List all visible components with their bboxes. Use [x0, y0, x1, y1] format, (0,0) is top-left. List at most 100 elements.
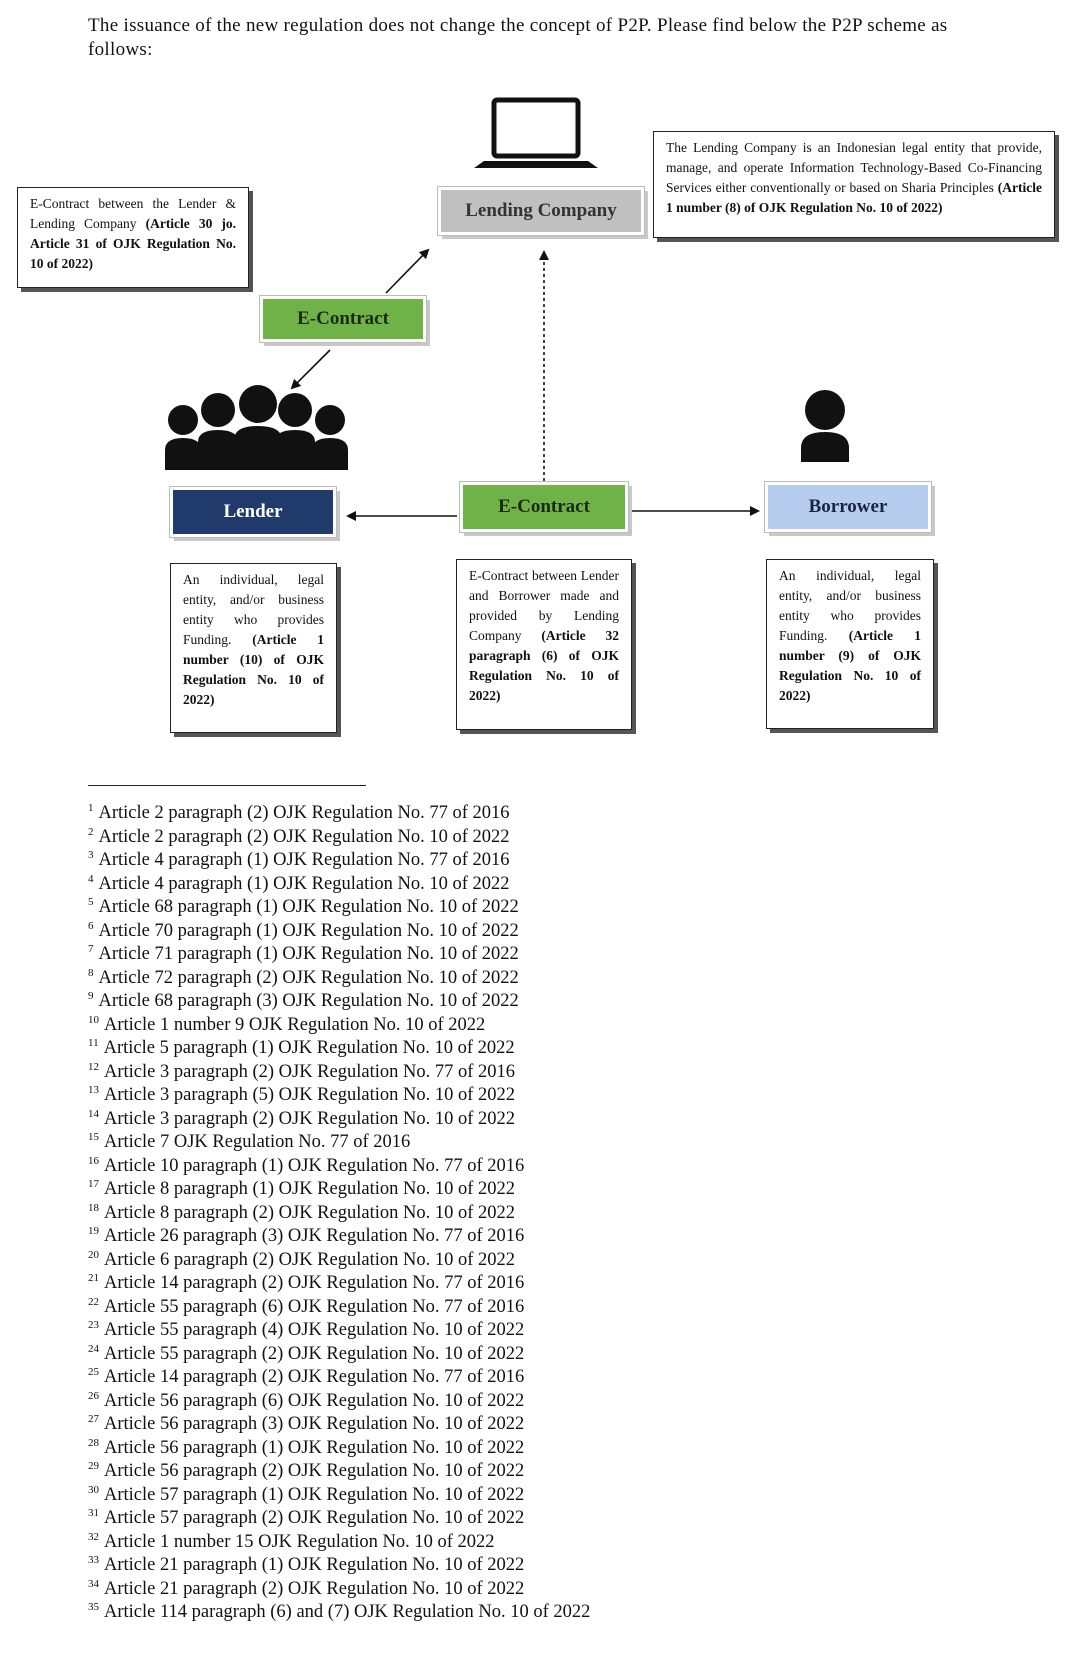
footnote-text: Article 72 paragraph (2) OJK Regulation … — [98, 967, 519, 988]
footnote-text: Article 55 paragraph (6) OJK Regulation … — [104, 1296, 525, 1317]
footnote-number: 19 — [88, 1225, 99, 1237]
footnote-text: Article 57 paragraph (1) OJK Regulation … — [104, 1484, 525, 1505]
footnote-text: Article 3 paragraph (2) OJK Regulation N… — [104, 1061, 516, 1082]
footnote-text: Article 2 paragraph (2) OJK Regulation N… — [98, 803, 510, 823]
footnote-item: 3 Article 4 paragraph (1) OJK Regulation … — [88, 844, 788, 870]
intro-paragraph: The issuance of the new regulation does … — [88, 15, 948, 60]
footnote-text: Article 5 paragraph (1) OJK Regulation N… — [103, 1038, 515, 1058]
footnote-number: 23 — [88, 1319, 99, 1331]
p2p-scheme-diagram — [165, 97, 849, 521]
footnote-number: 7 — [88, 943, 94, 955]
footnote-item: 6 Article 70 paragraph (1) OJK Regulation… — [88, 915, 788, 941]
footnote-item: 20 Article 6 paragraph (2) OJK Regulation… — [88, 1244, 788, 1270]
footnote-number: 32 — [88, 1530, 99, 1543]
footnote-item: 5 Article 68 paragraph (1) OJK Regulation… — [88, 891, 788, 917]
footnote-number: 10 — [88, 1013, 99, 1026]
footnote-text: Article 56 paragraph (1) OJK Regulation … — [104, 1437, 525, 1458]
footnote-number: 34 — [88, 1577, 99, 1590]
footnote-number: 2 — [88, 825, 94, 838]
borrower-box: Borrower — [764, 481, 932, 533]
note-lender-lending-econtract: E-Contract between the Lender & Lending … — [17, 187, 249, 288]
footnote-text: Article 70 paragraph (1) OJK Regulation … — [98, 920, 519, 941]
footnote-item: 29 Article 56 paragraph (2) OJK Regulatio… — [88, 1455, 788, 1481]
footnote-text: Article 1 number 9 OJK Regulation No. 10… — [104, 1014, 486, 1035]
footnote-item: 35 Article 114 paragraph (6) and (7) OJK … — [88, 1596, 788, 1622]
footnote-text: Article 57 paragraph (2) OJK Regulation … — [104, 1508, 525, 1528]
footnote-text: Article 6 paragraph (2) OJK Regulation N… — [104, 1249, 516, 1270]
footnote-number: 1 — [88, 802, 94, 814]
note-econtract-definition: E-Contract between Lender and Borrower m… — [456, 559, 632, 730]
footnote-text: Article 68 paragraph (1) OJK Regulation … — [98, 897, 519, 917]
footnote-text: Article 56 paragraph (2) OJK Regulation … — [104, 1461, 525, 1481]
footnote-text: Article 8 paragraph (1) OJK Regulation N… — [104, 1179, 516, 1199]
footnote-number: 15 — [88, 1131, 99, 1143]
footnote-text: Article 2 paragraph (2) OJK Regulation N… — [98, 826, 510, 847]
footnote-number: 5 — [88, 896, 94, 908]
footnote-text: Article 114 paragraph (6) and (7) OJK Re… — [104, 1602, 591, 1622]
group-people-icon — [165, 385, 348, 470]
footnote-number: 28 — [88, 1436, 99, 1449]
footnote-item: 12 Article 3 paragraph (2) OJK Regulation… — [88, 1056, 788, 1082]
footnote-text: Article 68 paragraph (3) OJK Regulation … — [98, 991, 519, 1011]
laptop-icon — [474, 97, 598, 168]
note-text: E-Contract between the Lender & Lending … — [30, 196, 236, 231]
footnote-number: 11 — [88, 1037, 99, 1049]
footnote-text: Article 56 paragraph (6) OJK Regulation … — [104, 1390, 525, 1411]
note-text: An individual, legal entity, and/or busi… — [183, 572, 324, 647]
note-reference: (Article 32 paragraph (6) of OJK Regulat… — [469, 628, 619, 703]
footnote-text: Article 4 paragraph (1) OJK Regulation N… — [98, 850, 510, 870]
footnote-number: 12 — [88, 1060, 99, 1073]
footnote-number: 3 — [88, 849, 94, 861]
footnote-item: 19 Article 26 paragraph (3) OJK Regulatio… — [88, 1220, 788, 1246]
footnote-text: Article 21 paragraph (1) OJK Regulation … — [104, 1555, 525, 1575]
footnote-number: 18 — [88, 1201, 99, 1214]
footnote-item: 10 Article 1 number 9 OJK Regulation No. … — [88, 1009, 788, 1035]
footnote-number: 29 — [88, 1460, 99, 1472]
footnote-item: 26 Article 56 paragraph (6) OJK Regulatio… — [88, 1385, 788, 1411]
footnote-number: 31 — [88, 1507, 99, 1519]
footnote-text: Article 56 paragraph (3) OJK Regulation … — [104, 1414, 525, 1434]
note-text: E-Contract between Lender and Borrower m… — [469, 568, 619, 643]
footnote-number: 6 — [88, 919, 94, 932]
econtract-center-box: E-Contract — [459, 481, 629, 533]
footnote-number: 20 — [88, 1248, 99, 1261]
footnote-text: Article 26 paragraph (3) OJK Regulation … — [104, 1226, 525, 1246]
footnote-number: 30 — [88, 1483, 99, 1496]
footnote-number: 16 — [88, 1154, 99, 1167]
note-reference: (Article 30 jo. Article 31 of OJK Regula… — [30, 216, 236, 271]
footnote-number: 35 — [88, 1601, 99, 1613]
lending-company-box: Lending Company — [437, 186, 645, 236]
lender-box: Lender — [169, 486, 337, 538]
footnote-item: 31 Article 57 paragraph (2) OJK Regulatio… — [88, 1502, 788, 1528]
econtract-top-box: E-Contract — [259, 295, 427, 343]
footnote-number: 26 — [88, 1389, 99, 1402]
footnote-item: 2 Article 2 paragraph (2) OJK Regulation … — [88, 821, 788, 847]
footnote-item: 32 Article 1 number 15 OJK Regulation No.… — [88, 1526, 788, 1552]
footnote-text: Article 1 number 15 OJK Regulation No. 1… — [104, 1531, 495, 1552]
footnote-item: 30 Article 57 paragraph (1) OJK Regulatio… — [88, 1479, 788, 1505]
note-text: An individual, legal entity, and/or busi… — [779, 568, 921, 643]
note-reference: (Article 1 number (10) of OJK Regulation… — [183, 632, 325, 707]
footnote-number: 25 — [88, 1366, 99, 1378]
note-text: The Lending Company is an Indonesian leg… — [666, 140, 1042, 195]
footnote-number: 24 — [88, 1342, 99, 1355]
footnote-number: 14 — [88, 1107, 99, 1120]
footnote-number: 9 — [88, 990, 94, 1002]
note-reference: (Article 1 number (9) of OJK Regulation … — [779, 628, 922, 703]
arrow-econtract-to-lender — [290, 349, 331, 390]
footnote-item: 28 Article 56 paragraph (1) OJK Regulatio… — [88, 1432, 788, 1458]
